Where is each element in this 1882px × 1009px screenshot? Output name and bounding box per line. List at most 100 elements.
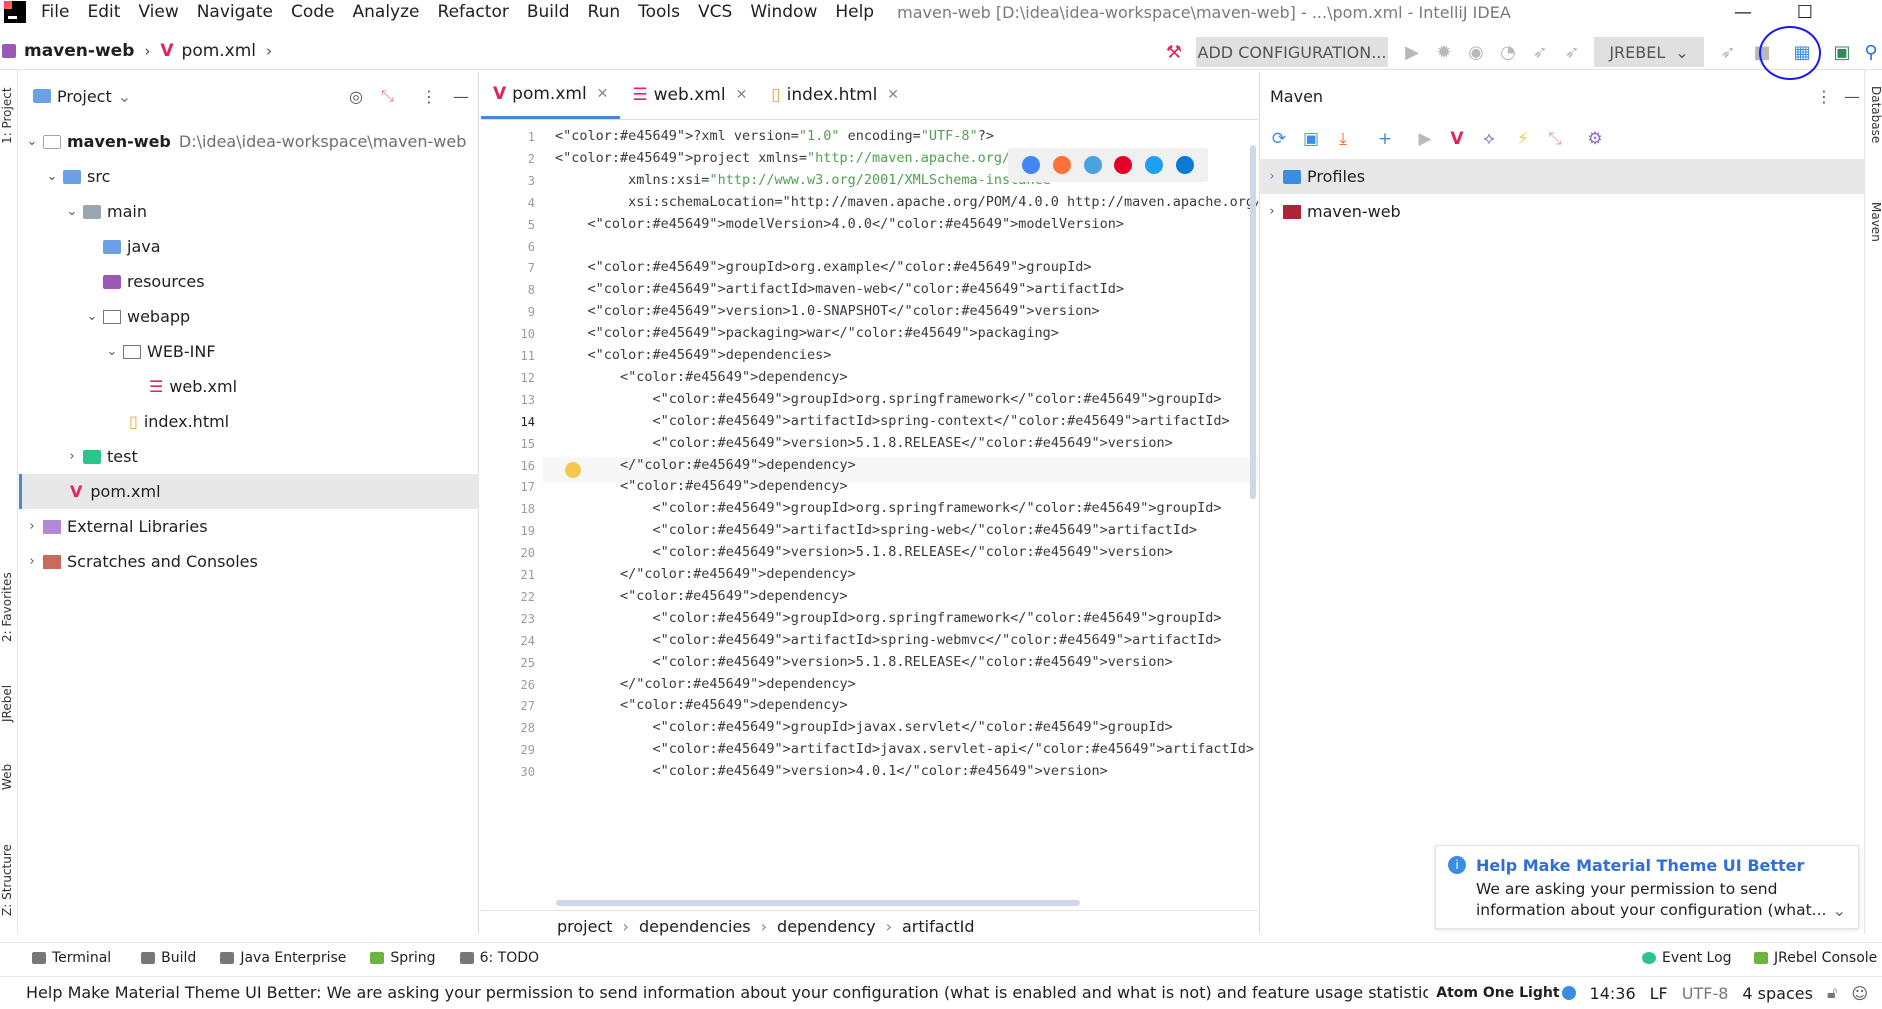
tree-item-main[interactable]: ⌄ main	[19, 194, 479, 229]
favorites-tool-tab[interactable]: 2: Favorites	[0, 572, 14, 642]
jrebel-run-icon[interactable]: ➶	[1532, 41, 1548, 63]
maven-goal-icon[interactable]: V	[1450, 129, 1464, 149]
more-options-icon[interactable]: ⋮	[1816, 86, 1832, 106]
menu-vcs[interactable]: VCS	[698, 2, 733, 22]
run-icon[interactable]: ▶	[1405, 41, 1419, 63]
tree-item-test[interactable]: › test	[19, 439, 479, 474]
locate-icon[interactable]: ◎	[349, 86, 363, 106]
lightbulb-icon[interactable]	[565, 462, 581, 478]
menu-refactor[interactable]: Refactor	[437, 2, 509, 22]
hide-icon[interactable]: —	[453, 86, 469, 106]
menu-window[interactable]: Window	[750, 2, 818, 22]
terminal-tool-button[interactable]: Terminal	[32, 950, 111, 966]
run-icon[interactable]: ▶	[1418, 129, 1432, 149]
tree-item-src[interactable]: ⌄ src	[19, 159, 479, 194]
close-icon[interactable]: ✕	[887, 87, 900, 103]
tree-item-web-xml[interactable]: ☰ web.xml	[19, 369, 479, 404]
breadcrumb-item[interactable]: project	[557, 917, 613, 936]
breadcrumb-item[interactable]: dependency	[777, 917, 876, 936]
menu-code[interactable]: Code	[290, 2, 335, 22]
settings-icon[interactable]: ⚙	[1587, 129, 1603, 149]
jrebel-debug-icon[interactable]: ➶	[1564, 41, 1580, 63]
terminal-icon[interactable]: ▣	[1833, 41, 1851, 63]
database-tool-tab[interactable]: Database	[1869, 86, 1882, 144]
menu-file[interactable]: File	[41, 2, 70, 22]
tree-item-webapp[interactable]: ⌄ webapp	[19, 299, 479, 334]
project-tool-tab[interactable]: 1: Project	[0, 87, 14, 144]
chrome-icon[interactable]	[1022, 156, 1041, 174]
add-configuration-button[interactable]: ADD CONFIGURATION...	[1196, 37, 1388, 67]
todo-tool-button[interactable]: 6: TODO	[459, 950, 539, 966]
status-message[interactable]: Help Make Material Theme UI Better: We a…	[26, 983, 1603, 1002]
tree-item-external-libraries[interactable]: › External Libraries	[19, 509, 479, 544]
tab-web-xml[interactable]: ☰ web.xml ✕	[620, 71, 759, 119]
file-encoding[interactable]: UTF-8	[1681, 983, 1729, 1003]
reload-icon[interactable]: ⟳	[1271, 129, 1287, 149]
rebel-icon[interactable]: ➶	[1720, 41, 1736, 63]
close-icon[interactable]: ✕	[596, 85, 609, 102]
menu-navigate[interactable]: Navigate	[196, 2, 273, 22]
skip-tests-icon[interactable]: ⚡	[1517, 129, 1529, 149]
tree-item-resources[interactable]: resources	[19, 264, 479, 299]
firefox-icon[interactable]	[1052, 156, 1071, 174]
horizontal-scrollbar[interactable]	[556, 900, 1080, 906]
nav-project[interactable]: maven-web	[24, 40, 135, 61]
inspector-icon[interactable]: ☺	[1851, 983, 1868, 1003]
minimize-icon[interactable]: —	[1734, 1, 1752, 23]
spring-tool-button[interactable]: Spring	[370, 950, 436, 966]
maven-profiles-row[interactable]: › Profiles	[1259, 159, 1864, 194]
notification-balloon[interactable]: i Help Make Material Theme UI Better We …	[1435, 845, 1859, 929]
chevron-down-icon[interactable]: ⌄	[1832, 901, 1846, 920]
collapse-icon[interactable]: ⤡	[1548, 129, 1562, 149]
structure-tool-tab[interactable]: Z: Structure	[0, 844, 14, 916]
collapse-icon[interactable]: ⤡	[381, 86, 394, 105]
search-icon[interactable]: ⚲	[1864, 41, 1878, 63]
maven-tool-tab[interactable]: Maven	[1869, 202, 1882, 242]
debug-icon[interactable]: ✹	[1436, 41, 1452, 63]
tree-item-java[interactable]: java	[19, 229, 479, 264]
vertical-scrollbar[interactable]	[1250, 145, 1256, 499]
java-enterprise-tool-button[interactable]: Java Enterprise	[220, 950, 346, 966]
indent-setting[interactable]: 4 spaces	[1742, 983, 1813, 1003]
generate-sources-icon[interactable]: ▣	[1302, 129, 1320, 149]
tree-item-scratches[interactable]: › Scratches and Consoles	[19, 544, 479, 579]
breadcrumb-item[interactable]: artifactId	[902, 917, 975, 936]
event-log-button[interactable]: Event Log	[1642, 950, 1732, 966]
more-options-icon[interactable]: ⋮	[421, 86, 437, 106]
tree-item-pom-xml[interactable]: V pom.xml	[19, 474, 479, 509]
menu-view[interactable]: View	[138, 2, 179, 22]
jrebel-console-button[interactable]: JRebel Console	[1754, 950, 1877, 966]
menu-edit[interactable]: Edit	[87, 2, 121, 22]
tree-item-index-html[interactable]: ▯ index.html	[19, 404, 479, 439]
menu-run[interactable]: Run	[587, 2, 621, 22]
menu-build[interactable]: Build	[526, 2, 570, 22]
edge-icon[interactable]	[1175, 156, 1194, 174]
breadcrumb-item[interactable]: dependencies	[638, 917, 751, 936]
toggle-offline-icon[interactable]: ⟡	[1483, 129, 1495, 149]
ie-icon[interactable]	[1144, 156, 1163, 174]
notification-title[interactable]: Help Make Material Theme UI Better	[1476, 856, 1805, 875]
close-icon[interactable]: ✕	[735, 87, 748, 103]
tree-item-web-inf[interactable]: ⌄ WEB-INF	[19, 334, 479, 369]
cursor-position[interactable]: 14:36	[1589, 983, 1636, 1003]
tab-index-html[interactable]: ▯ index.html ✕	[759, 71, 911, 119]
profile-icon[interactable]: ◔	[1500, 41, 1516, 63]
menu-help[interactable]: Help	[835, 2, 875, 22]
theme-indicator[interactable]: Atom One Light	[1436, 985, 1560, 1001]
coverage-icon[interactable]: ◉	[1468, 41, 1484, 63]
opera-icon[interactable]	[1114, 156, 1133, 174]
build-tool-button[interactable]: Build	[141, 950, 196, 966]
hide-icon[interactable]: —	[1844, 86, 1860, 106]
web-tool-tab[interactable]: Web	[0, 763, 14, 790]
project-panel-title[interactable]: Project	[57, 86, 112, 106]
tab-pom-xml[interactable]: V pom.xml ✕	[481, 71, 621, 119]
lock-icon[interactable]: 🔓︎	[1826, 983, 1838, 1002]
line-separator[interactable]: LF	[1649, 983, 1668, 1003]
tree-item-root[interactable]: ⌄ maven-web D:\idea\idea-workspace\maven…	[19, 124, 479, 159]
jrebel-tool-tab[interactable]: JRebel	[0, 684, 14, 722]
hammer-icon[interactable]: ⚒	[1165, 41, 1183, 63]
jrebel-dropdown[interactable]: JREBEL⌄	[1594, 37, 1704, 67]
menu-analyze[interactable]: Analyze	[352, 2, 420, 22]
menu-tools[interactable]: Tools	[638, 2, 681, 22]
